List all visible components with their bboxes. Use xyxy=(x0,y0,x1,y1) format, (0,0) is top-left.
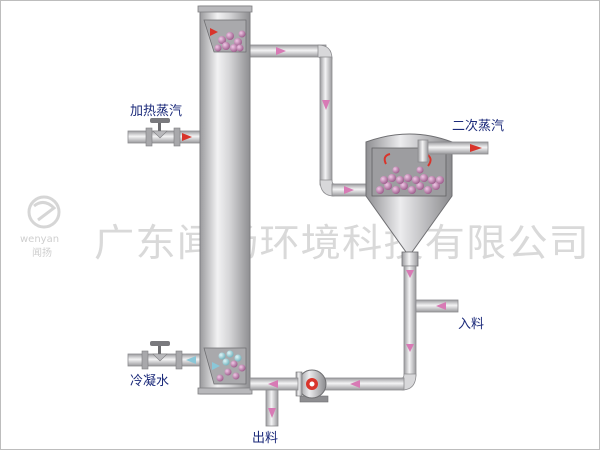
vapor-swirl-icon xyxy=(383,153,391,165)
flow-arrow-icon xyxy=(350,380,360,388)
vapor-line xyxy=(249,44,367,197)
separator-particles xyxy=(376,166,444,194)
flow-arrow-icon xyxy=(322,100,330,110)
secondary-steam-arrow-icon xyxy=(470,144,482,152)
separator-vessel xyxy=(365,133,489,267)
label-feed-in: 入料 xyxy=(458,317,484,332)
steam-valve-icon xyxy=(150,118,170,139)
label-cooling-water: 冷凝水 xyxy=(130,373,169,389)
watermark-company: 广东闻扬环境科技有限公司 xyxy=(94,221,590,265)
inner-arrow-icon xyxy=(212,362,220,370)
watermark-logo-icon xyxy=(27,195,61,229)
column-bottom-chamber xyxy=(203,347,247,385)
watermark-logo-latin: wenyan xyxy=(20,234,59,245)
inner-arrow-icon xyxy=(210,28,218,36)
steam-arrow-icon xyxy=(182,133,192,141)
label-heating-steam: 加热蒸汽 xyxy=(130,104,182,119)
column-top-chamber xyxy=(203,19,247,53)
heating-steam-pipe xyxy=(127,118,201,147)
flow-arrow-icon xyxy=(276,47,286,55)
flow-arrow-icon xyxy=(268,380,278,388)
condensate-arrow-icon xyxy=(186,356,196,364)
top-particles xyxy=(214,30,246,52)
flow-arrow-icon xyxy=(406,270,414,278)
condensate-pipe xyxy=(127,341,201,370)
watermark: wenyan 闻扬 广东闻扬环境科技有限公司 xyxy=(20,195,590,265)
heater-column xyxy=(197,5,253,395)
label-secondary-steam: 二次蒸汽 xyxy=(452,118,504,134)
condensate-valve-icon xyxy=(150,341,170,362)
circulation-line xyxy=(249,265,459,427)
label-discharge: 出料 xyxy=(252,431,278,446)
feed-arrow-icon xyxy=(436,302,446,310)
discharge-arrow-icon xyxy=(268,408,276,418)
watermark-logo-cn: 闻扬 xyxy=(32,246,52,259)
flow-arrow-icon xyxy=(406,344,414,352)
circulation-pump-icon xyxy=(295,369,329,403)
flow-arrow-icon xyxy=(344,186,354,194)
